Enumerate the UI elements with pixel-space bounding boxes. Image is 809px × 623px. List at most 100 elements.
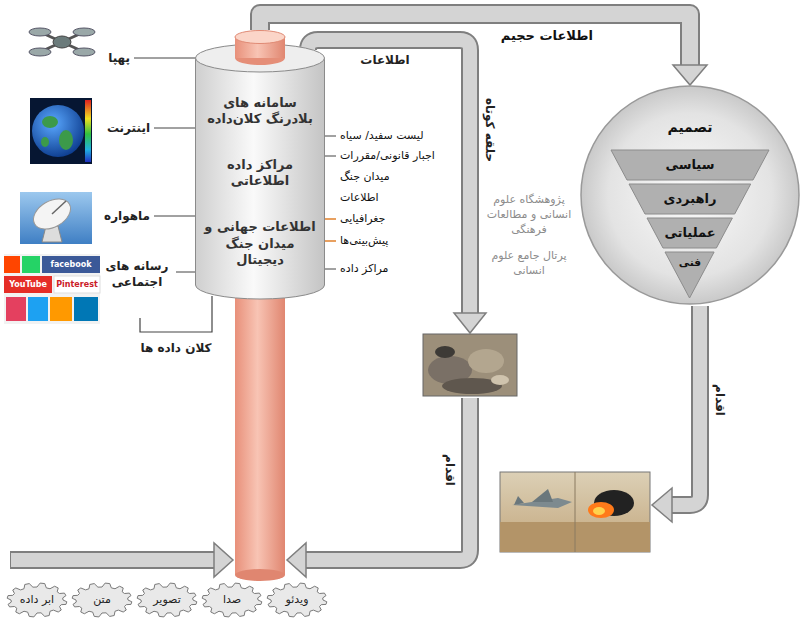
bracket-label: کلان داده ها bbox=[130, 340, 222, 356]
social-icon bbox=[6, 297, 26, 321]
target-photo bbox=[423, 334, 517, 396]
social-icon bbox=[4, 256, 20, 273]
satellite-icon bbox=[20, 192, 92, 244]
edge-label: اطلاعات حجیم bbox=[498, 28, 596, 44]
leader-line bbox=[324, 156, 336, 157]
node-text-area: راهبردی bbox=[629, 184, 751, 214]
decision-circle: تصمیم سیاسی راهبردی عملیاتی فنی bbox=[580, 85, 800, 305]
social-icon bbox=[74, 297, 98, 321]
leader-line bbox=[134, 58, 196, 59]
social-icon bbox=[50, 297, 72, 321]
social-icon bbox=[4, 276, 52, 293]
node-text: سیاسی bbox=[666, 157, 715, 173]
leader-line bbox=[176, 272, 196, 273]
cylinder-body bbox=[196, 58, 325, 299]
node-text: ابر داده bbox=[20, 593, 54, 607]
arrow-label: اقدام bbox=[712, 384, 728, 416]
node-text-area: سامانه های بلادرنگ کلان‌داده مراکز داده ا… bbox=[195, 30, 325, 305]
node-text-area: سیاسی bbox=[611, 150, 769, 180]
arrow-label: اطلاعات bbox=[360, 52, 409, 68]
node-text: متن bbox=[93, 593, 111, 607]
gear-shape bbox=[202, 583, 262, 617]
node-text: تصویر bbox=[153, 593, 180, 607]
list-item: لیست سفید/ سیاه bbox=[340, 129, 424, 143]
node-text: سامانه های بلادرنگ کلان‌داده bbox=[203, 95, 317, 128]
node-text: ویدئو bbox=[286, 593, 309, 607]
decision-circle-outline bbox=[581, 86, 799, 304]
node-text-area: ابر داده bbox=[6, 582, 68, 618]
source-label: پهپا bbox=[96, 50, 130, 66]
node-text: عملیاتی bbox=[664, 225, 715, 241]
flow-arrow bbox=[10, 551, 214, 569]
list-item: مراکز داده bbox=[340, 262, 388, 276]
node-text-area: متن bbox=[71, 582, 133, 618]
source-label: ماهواره bbox=[96, 208, 150, 224]
node-text: راهبردی bbox=[664, 191, 717, 207]
data-cylinder: سامانه های بلادرنگ کلان‌داده مراکز داده ا… bbox=[195, 30, 325, 305]
flow-arrow bbox=[308, 40, 470, 314]
data-gear: متن bbox=[71, 582, 133, 618]
node-text: صدا bbox=[223, 593, 241, 607]
node-text-area: ویدئو bbox=[266, 582, 328, 618]
globe-icon bbox=[41, 137, 49, 147]
drone-icon bbox=[73, 48, 95, 56]
source-label: رسانه های اجتماعی bbox=[102, 258, 172, 290]
node-text: فنی bbox=[679, 255, 701, 271]
level-band: فنی bbox=[665, 252, 714, 298]
level-band: راهبردی bbox=[629, 184, 751, 214]
data-gear: ویدئو bbox=[266, 582, 328, 618]
leader-line bbox=[324, 218, 336, 220]
level-band-shape bbox=[665, 252, 714, 298]
gear-shape bbox=[7, 583, 67, 617]
globe-icon bbox=[85, 100, 91, 162]
flow-arrow bbox=[306, 398, 470, 560]
social-icon bbox=[42, 256, 100, 273]
social-icon bbox=[28, 297, 48, 321]
source-label: اینترنت bbox=[96, 120, 150, 136]
list-item: میدان جنگ bbox=[340, 170, 390, 184]
arrow-head bbox=[652, 488, 672, 522]
node-text: تصمیم bbox=[580, 119, 800, 135]
logo-text: facebook bbox=[42, 256, 100, 273]
strike-photo bbox=[500, 472, 650, 552]
gear-shape bbox=[267, 583, 327, 617]
social-icon bbox=[54, 276, 100, 293]
node-text-area: عملیاتی bbox=[647, 218, 732, 248]
drone-icon bbox=[53, 36, 71, 48]
satellite-icon bbox=[28, 193, 76, 236]
level-band-shape bbox=[611, 150, 769, 180]
globe-icon bbox=[59, 130, 73, 150]
node-text: مراکز داده اطلاعاتی bbox=[203, 157, 317, 190]
level-band: عملیاتی bbox=[647, 218, 732, 248]
globe-icon bbox=[42, 116, 58, 128]
leader-line bbox=[324, 136, 336, 137]
flow-arrow bbox=[672, 306, 700, 505]
data-core bbox=[235, 285, 285, 575]
level-band: سیاسی bbox=[611, 150, 769, 180]
strike-photo bbox=[532, 489, 553, 502]
target-photo bbox=[491, 375, 509, 385]
drone-icon bbox=[73, 28, 95, 36]
data-gear: تصویر bbox=[136, 582, 198, 618]
satellite-icon bbox=[52, 201, 66, 214]
flow-arrow bbox=[260, 14, 707, 85]
node-text-area: تصمیم bbox=[580, 119, 800, 143]
logo-text: YouTube bbox=[4, 276, 52, 293]
leader-line bbox=[154, 216, 196, 217]
drone-icon bbox=[29, 48, 51, 56]
level-band-shape bbox=[629, 184, 751, 214]
flow-arrow bbox=[308, 40, 470, 314]
target-photo bbox=[435, 346, 455, 358]
bracket bbox=[140, 296, 212, 332]
drone-icon bbox=[29, 28, 51, 36]
gear-shape bbox=[72, 583, 132, 617]
data-core bbox=[235, 569, 285, 581]
level-band-shape bbox=[647, 218, 732, 248]
data-core bbox=[235, 31, 285, 44]
watermark: پرتال جامع علوم انسانی bbox=[484, 248, 574, 278]
target-photo bbox=[468, 349, 504, 373]
arrow-label: حلقه کوتاه bbox=[482, 98, 498, 162]
list-item: جغرافیایی bbox=[340, 212, 385, 226]
strike-photo bbox=[588, 502, 614, 518]
